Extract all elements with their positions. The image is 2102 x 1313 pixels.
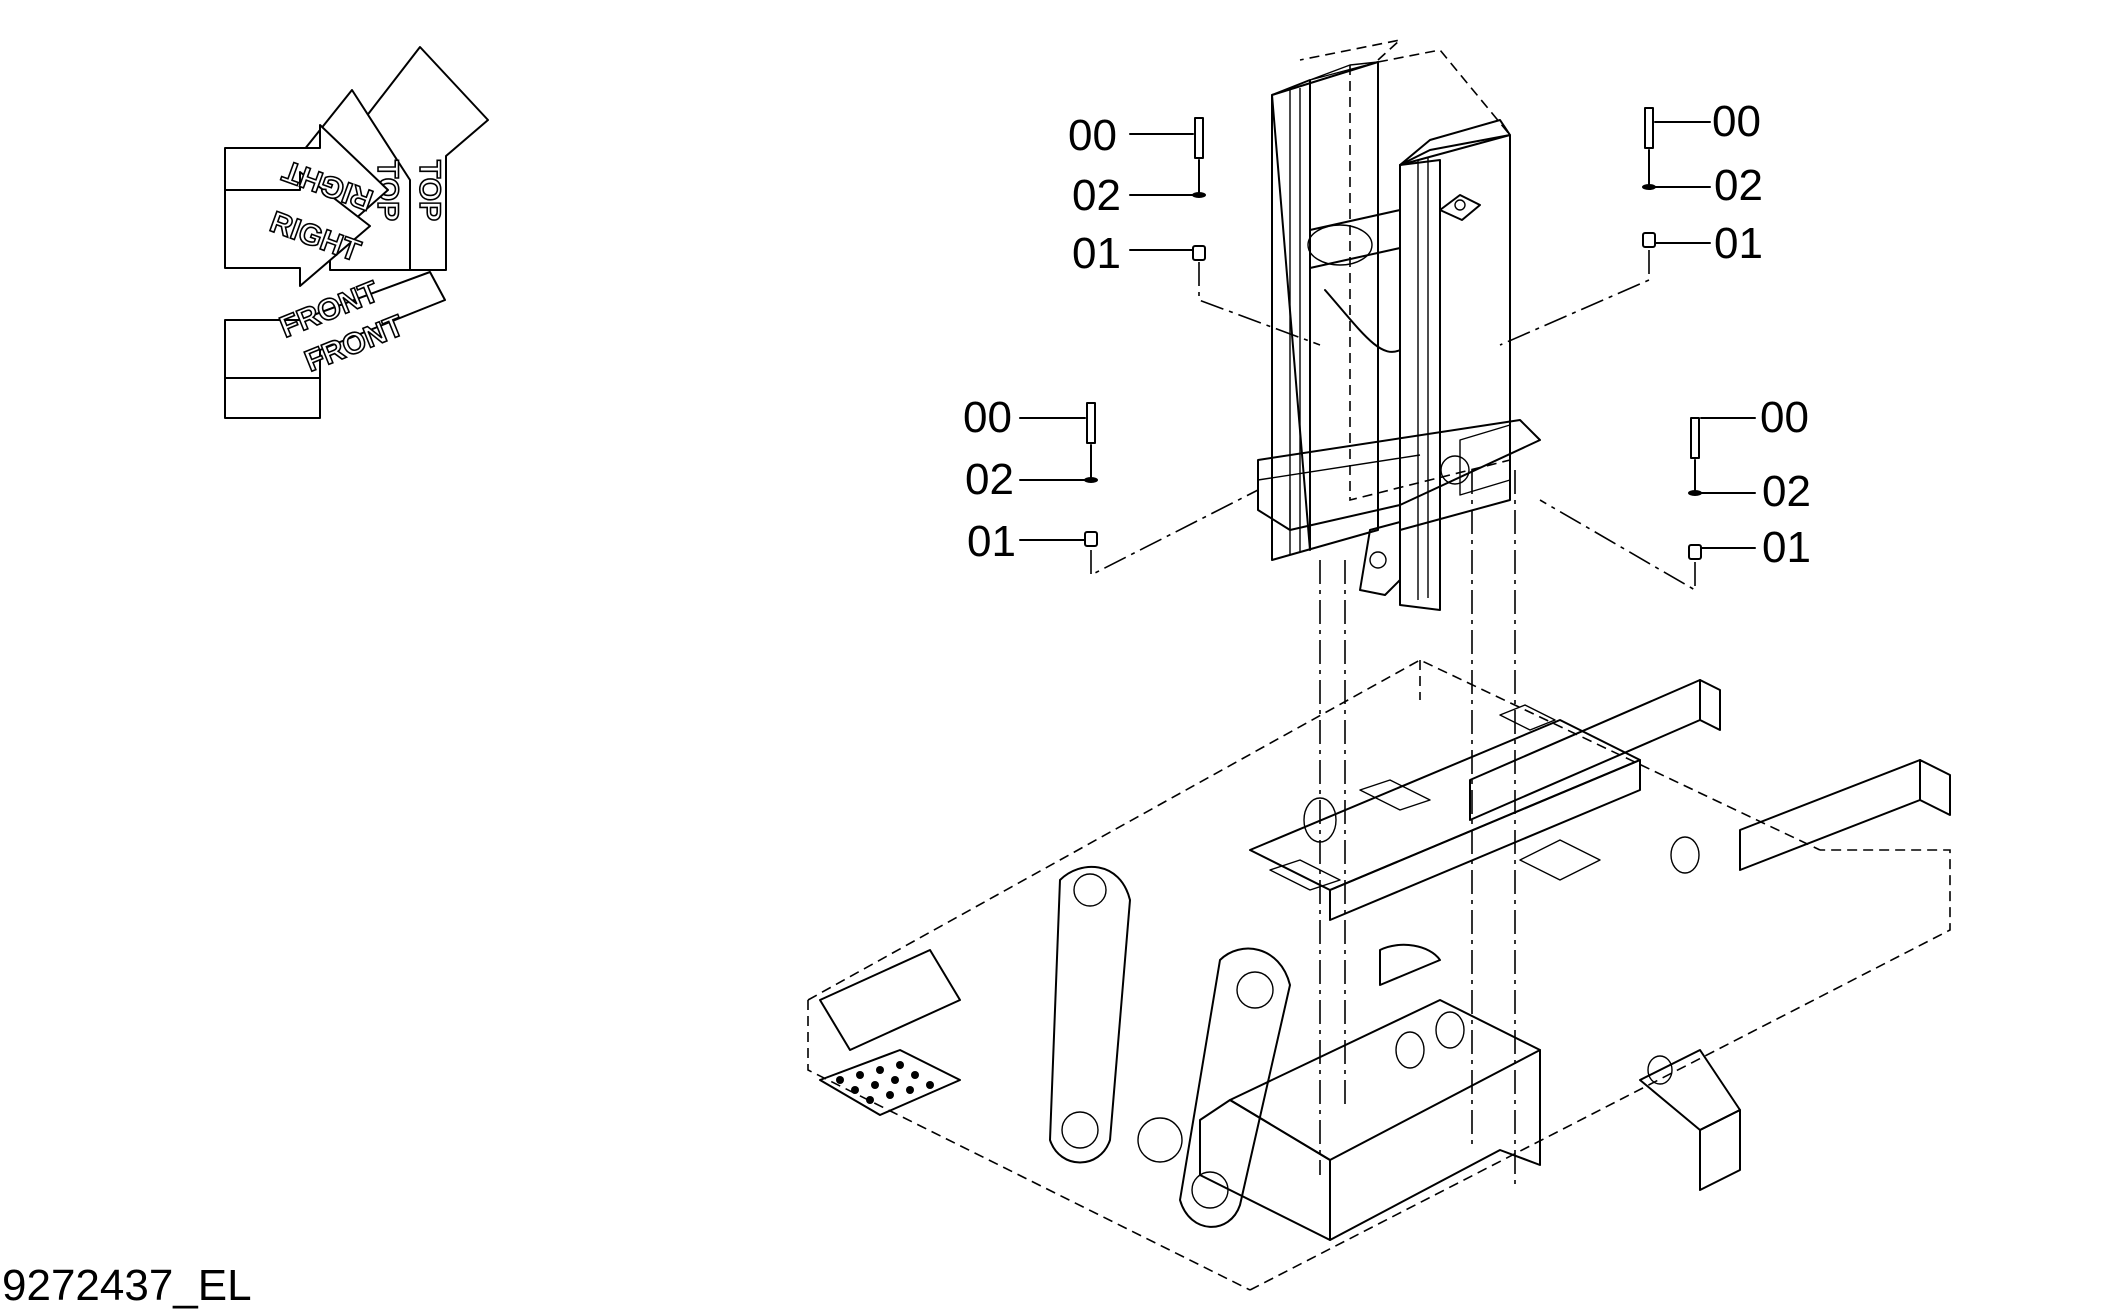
hardware-stack-upper-right	[1499, 107, 1656, 346]
callout-bolt-ll: 00	[963, 393, 1012, 442]
callout-bolt-ur: 00	[1712, 97, 1761, 146]
upper-support-frame	[1257, 38, 1541, 611]
callout-bolt-ul: 00	[1068, 111, 1117, 160]
callout-group-lower-left: 00 02 01	[963, 393, 1086, 566]
callout-washer-ll: 02	[965, 455, 1014, 504]
callout-group-upper-right: 00 02 01	[1654, 97, 1763, 268]
callout-group-lower-right: 00 02 01	[1700, 393, 1811, 572]
lower-base-frame	[807, 659, 1951, 1291]
callout-group-upper-left: 00 02 01	[1068, 111, 1194, 278]
callout-washer-lr: 02	[1762, 467, 1811, 516]
right-arrow-icon: RIGHT RIGHT	[224, 124, 389, 287]
front-arrow-icon: FRONT FRONT	[224, 271, 446, 419]
orientation-indicator: TOP TOP RIGHT RIGHT FRONT FRONT	[224, 46, 489, 419]
alignment-lines	[1319, 470, 1516, 1190]
hardware-stack-lower-left	[1084, 402, 1259, 577]
callout-spacer-ul: 01	[1072, 229, 1121, 278]
callout-spacer-ur: 01	[1714, 219, 1763, 268]
top-label-back: TOP	[413, 160, 446, 221]
callout-washer-ur: 02	[1714, 161, 1763, 210]
callout-spacer-lr: 01	[1762, 523, 1811, 572]
callout-spacer-ll: 01	[967, 517, 1016, 566]
step-holes	[836, 1061, 934, 1104]
callout-washer-ul: 02	[1072, 171, 1121, 220]
hardware-stack-upper-left	[1192, 117, 1321, 346]
callout-bolt-lr: 00	[1760, 393, 1809, 442]
hardware-stack-lower-right	[1539, 417, 1702, 592]
drawing-number: 9272437_EL	[2, 1261, 252, 1310]
